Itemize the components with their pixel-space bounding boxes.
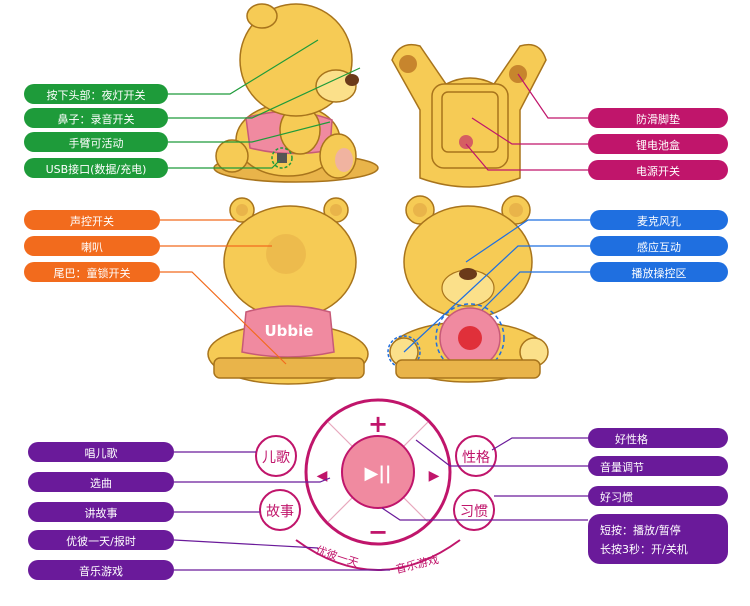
magenta-labels: 防滑脚垫 锂电池盒 电源开关 [588,108,728,180]
label-record: 鼻子：录音开关 [58,112,135,126]
label-pill [588,428,728,448]
label-short-press: 短按：播放/暂停 [600,523,681,537]
label-voice-switch: 声控开关 [70,214,114,228]
label-good-habit: 好习惯 [600,490,633,504]
label-pill [24,84,168,104]
label-mic: 麦克风孔 [637,215,681,228]
day-button-label: 优彼一天 [314,544,360,570]
orange-labels: 声控开关 喇叭 尾巴：童锁开关 [24,210,160,282]
label-night-light: 按下头部：夜灯开关 [47,88,146,102]
label-usb: USB接口(数据/充电) [46,162,147,176]
label-volume: 音量调节 [600,460,644,474]
label-pill [28,560,174,580]
label-pill [28,442,174,462]
label-battery: 锂电池盒 [636,138,680,152]
label-pill [588,134,728,154]
label-pill [28,502,174,522]
label-tell-story: 讲故事 [85,506,118,520]
label-pill [588,514,728,564]
character-button-label: 性格 [462,450,490,466]
label-sensor: 感应互动 [637,240,681,254]
label-pill [590,262,728,282]
label-pill [588,160,728,180]
label-control-area: 播放操控区 [632,266,687,280]
label-pill [24,132,168,152]
minus-icon: − [368,518,388,546]
plus-icon: + [368,410,388,438]
label-power: 电源开关 [636,164,680,178]
label-arm: 手臂可活动 [69,136,124,150]
label-long-press: 长按3秒：开/关机 [600,542,688,556]
song-button-label: 儿歌 [262,450,290,466]
control-pad: ▶|| + − ◀ ▶ 儿歌 故事 性格 习惯 优彼一天 音乐游戏 [255,398,497,576]
label-music-game: 音乐游戏 [79,564,123,578]
label-pill [24,236,160,256]
purple-right-labels: 好性格 音量调节 好习惯 短按：播放/暂停 长按3秒：开/关机 [588,428,728,564]
blue-labels: 麦克风孔 感应互动 播放操控区 [590,210,728,282]
back-logo: Ubbie [265,322,314,340]
label-pill [28,472,174,492]
label-pill [24,262,160,282]
habit-button-label: 习惯 [460,503,488,520]
story-button-label: 故事 [266,504,294,520]
label-pill [588,486,728,506]
label-good-character: 好性格 [615,432,648,446]
label-pill [590,210,728,230]
label-pill [24,210,160,230]
label-pill [24,108,168,128]
label-pill [24,158,168,178]
label-select-track: 选曲 [90,477,112,490]
label-pill [28,530,174,550]
label-day-time: 优彼一天/报时 [66,534,136,548]
label-pill [588,456,728,476]
label-pill [590,236,728,256]
front-view-bear [387,195,549,383]
back-view-bear: Ubbie [207,197,369,385]
play-pause-symbol: ▶|| [365,463,392,484]
side-view-bear [213,3,379,183]
label-child-lock: 尾巴：童锁开关 [54,266,131,280]
connector-lines [160,39,590,571]
music-game-button-label: 音乐游戏 [394,552,440,576]
green-labels: 按下头部：夜灯开关 鼻子：录音开关 手臂可活动 USB接口(数据/充电) [24,84,168,178]
label-speaker: 喇叭 [81,240,103,254]
purple-left-labels: 唱儿歌 选曲 讲故事 优彼一天/报时 音乐游戏 [28,442,174,580]
label-sing-song: 唱儿歌 [85,446,118,460]
label-foot-pad: 防滑脚垫 [636,112,680,126]
right-arrow-icon: ▶ [429,468,440,484]
label-pill [588,108,728,128]
bottom-view-bear [391,43,547,188]
left-arrow-icon: ◀ [317,468,328,484]
